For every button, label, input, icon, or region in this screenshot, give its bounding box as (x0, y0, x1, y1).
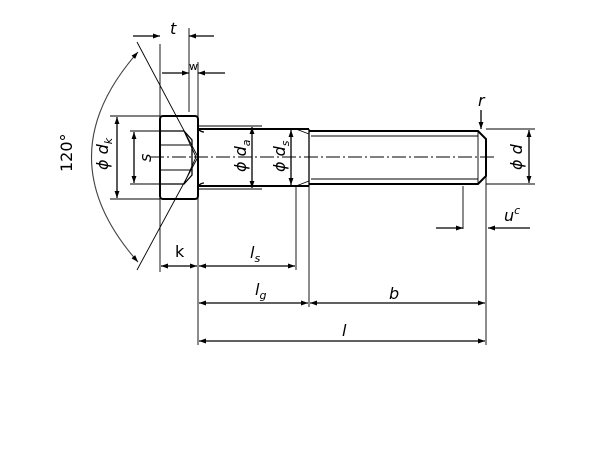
svg-text:ls: ls (250, 243, 260, 265)
r-label: r (478, 91, 486, 110)
ls-sub: s (254, 252, 260, 265)
dim-u: uc (436, 204, 530, 231)
dim-dk: ϕ dk (93, 117, 120, 198)
dim-da: ϕ da (231, 127, 255, 188)
da-label: ϕ d (231, 145, 250, 172)
dk-label: ϕ d (93, 143, 112, 170)
dim-r: r (478, 91, 486, 129)
countersink-angle: 120° (57, 41, 199, 271)
ds-sub: s (279, 140, 292, 146)
t-label: t (170, 19, 177, 38)
dk-sub: k (102, 137, 115, 144)
b-label: b (389, 284, 399, 303)
s-label: s (136, 154, 155, 162)
dim-ds: ϕ ds (270, 130, 294, 185)
angle-label: 120° (57, 133, 76, 172)
dim-k: k (161, 242, 197, 269)
lg-label: l (255, 280, 260, 299)
dim-t: t (133, 19, 214, 39)
dim-ls: ls (199, 243, 295, 269)
dim-w: w (162, 60, 225, 76)
ls-label: l (250, 243, 255, 262)
svg-text:ϕ ds: ϕ ds (270, 140, 292, 172)
u-sup: c (514, 204, 520, 217)
svg-text:ϕ dk: ϕ dk (93, 137, 115, 170)
dim-l: l (199, 321, 485, 344)
d-label: ϕ d (507, 143, 526, 170)
dim-s: s (131, 132, 155, 183)
u-label: u (504, 206, 514, 225)
svg-text:lg: lg (255, 280, 266, 302)
w-label: w (189, 60, 198, 73)
svg-text:uc: uc (504, 204, 520, 225)
dim-d: ϕ d (507, 130, 532, 183)
dim-lg: lg (199, 280, 308, 306)
ds-label: ϕ d (270, 145, 289, 172)
k-label: k (175, 242, 185, 261)
da-sub: a (240, 139, 253, 146)
lg-sub: g (259, 289, 266, 302)
l-label: l (342, 321, 347, 340)
extension-lines (110, 28, 535, 345)
dim-b: b (310, 284, 485, 306)
svg-text:ϕ da: ϕ da (231, 139, 253, 172)
hex-socket (161, 130, 193, 185)
